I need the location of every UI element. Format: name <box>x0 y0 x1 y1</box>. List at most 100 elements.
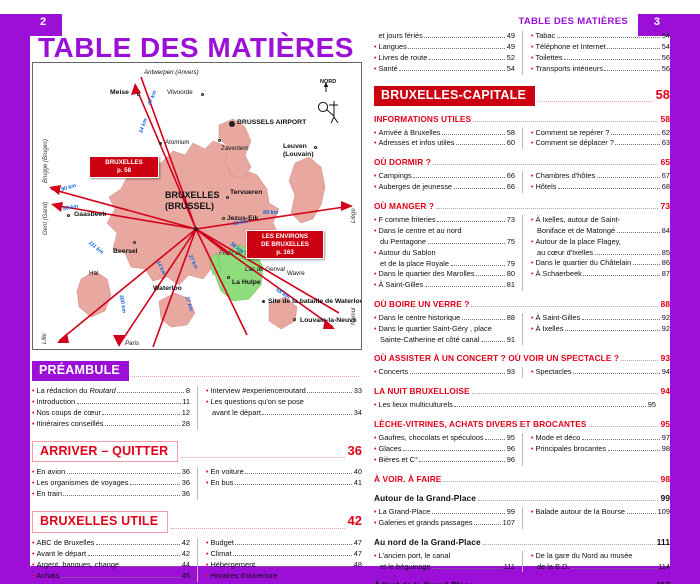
leader-dots <box>102 413 181 415</box>
bullet-icon: • <box>531 435 534 443</box>
subsection-header[interactable]: À l'est de la Grand-Place117 <box>374 580 670 584</box>
bullet-icon: • <box>32 387 35 395</box>
subsection-header[interactable]: LÈCHE-VITRINES, ACHATS DIVERS ET BROCANT… <box>374 419 670 430</box>
toc-entry[interactable]: •Les questions qu'on se pose <box>206 397 362 408</box>
toc-entry[interactable]: •Bières et C°96 <box>374 455 515 466</box>
toc-entry-page: 97 <box>661 433 670 443</box>
toc-entry[interactable]: •L'ancien port, le canal <box>374 551 515 562</box>
leader-dots <box>573 373 661 375</box>
toc-entry[interactable]: •De la gare du Nord au musée <box>531 551 670 562</box>
toc-entry-label: Langues <box>378 41 407 51</box>
toc-entry-page: 92 <box>661 312 670 322</box>
subsection-header-label: INFORMATIONS UTILES <box>374 113 472 124</box>
section-banner[interactable]: PRÉAMBULE <box>32 361 362 381</box>
toc-entry-label: À Ixelles, autour de Saint- <box>535 215 621 225</box>
subsection-header[interactable]: OÙ BOIRE UN VERRE ?88 <box>374 299 670 310</box>
toc-entry[interactable]: •À Ixelles, autour de Saint- <box>531 215 670 226</box>
subsection-header[interactable]: OÙ MANGER ?73 <box>374 201 670 212</box>
toc-entry[interactable]: •Autour de la place Flagey, <box>531 237 670 248</box>
toc-entry[interactable]: de la B.D.114 <box>531 562 670 573</box>
toc-entry[interactable]: •Dans le centre et au nord <box>374 226 515 237</box>
purple-frame-right <box>670 14 700 584</box>
toc-entry-column-right <box>522 400 670 411</box>
subsection-header[interactable]: OÙ ASSISTER À UN CONCERT ? OÙ VOIR UN SP… <box>374 353 670 364</box>
leader-dots <box>129 484 181 486</box>
toc-entry[interactable]: •Horaires d'ouverture <box>206 571 362 582</box>
bullet-icon: • <box>374 314 377 322</box>
toc-entry[interactable]: •Comment se repérer ?62 <box>531 128 670 139</box>
subsection-header[interactable]: OÙ DORMIR ?65 <box>374 157 670 168</box>
toc-entry[interactable]: •Dans le quartier Saint-Géry , place <box>374 324 515 335</box>
toc-entry[interactable]: •Comment se déplacer ?63 <box>531 138 670 149</box>
toc-entry[interactable]: •Autour du Sablon <box>374 248 515 259</box>
